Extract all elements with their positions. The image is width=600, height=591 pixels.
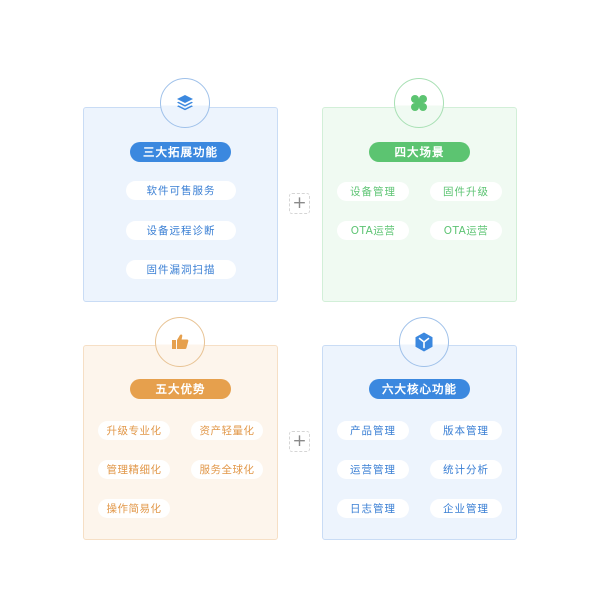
advantage-item: 资产轻量化 (191, 421, 263, 440)
cube-icon (415, 332, 433, 352)
feature-item: 固件漏洞扫描 (126, 260, 236, 279)
plus-operator: + (289, 193, 310, 214)
feature-item: 软件可售服务 (126, 181, 236, 200)
advantage-item: 升级专业化 (98, 421, 170, 440)
scenario-item: 固件升级 (430, 182, 502, 201)
feature-item: 设备远程诊断 (126, 221, 236, 240)
layers-icon (177, 95, 193, 111)
advantage-item: 操作简易化 (98, 499, 170, 518)
panel-title: 三大拓展功能 (130, 142, 231, 162)
panel-extended-functions-icon-circle (160, 78, 210, 128)
advantage-item: 服务全球化 (191, 460, 263, 479)
thumbs-up-icon (172, 334, 189, 349)
panel-title: 四大场景 (369, 142, 470, 162)
scenario-item: OTA运营 (337, 221, 409, 240)
panel-scenarios-icon-circle (394, 78, 444, 128)
plus-operator: + (289, 431, 310, 452)
panel-core-functions-icon-circle (399, 317, 449, 367)
core-function-item: 企业管理 (430, 499, 502, 518)
core-function-item: 统计分析 (430, 460, 502, 479)
advantage-item: 管理精细化 (98, 460, 170, 479)
panel-title: 五大优势 (130, 379, 231, 399)
core-function-item: 版本管理 (430, 421, 502, 440)
scenario-item: OTA运营 (430, 221, 502, 240)
panel-title: 六大核心功能 (369, 379, 470, 399)
clover-icon (411, 95, 427, 111)
core-function-item: 运营管理 (337, 460, 409, 479)
core-function-item: 日志管理 (337, 499, 409, 518)
panel-scenarios (322, 107, 517, 302)
scenario-item: 设备管理 (337, 182, 409, 201)
core-function-item: 产品管理 (337, 421, 409, 440)
panel-advantages-icon-circle (155, 317, 205, 367)
